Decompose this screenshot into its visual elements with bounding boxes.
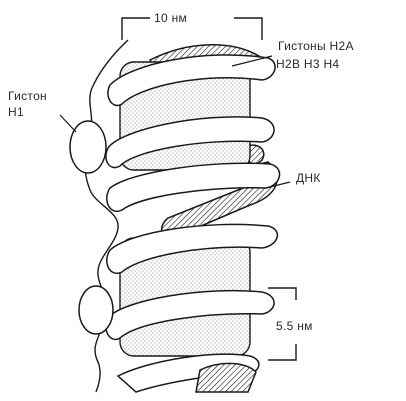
dna-ribbon-lower-hatch xyxy=(196,363,256,392)
histone-h1-lower xyxy=(79,286,113,334)
right-dimension-label: 5.5 нм xyxy=(276,319,313,333)
top-dimension-label: 10 нм xyxy=(154,11,187,25)
top-dimension-bracket xyxy=(122,18,262,40)
histones-core-label-line1: Гистоны H2A xyxy=(278,39,354,53)
histone-h1-label-line1: Гистон xyxy=(8,89,47,103)
h1-label-leader xyxy=(60,115,76,132)
histone-h1-label-line2: H1 xyxy=(8,105,24,119)
dna-label: ДНК xyxy=(296,171,321,185)
histones-core-label-line2: H2B H3 H4 xyxy=(276,57,339,71)
histone-h1-upper xyxy=(70,121,106,173)
dna-ribbon-lower xyxy=(106,224,277,392)
